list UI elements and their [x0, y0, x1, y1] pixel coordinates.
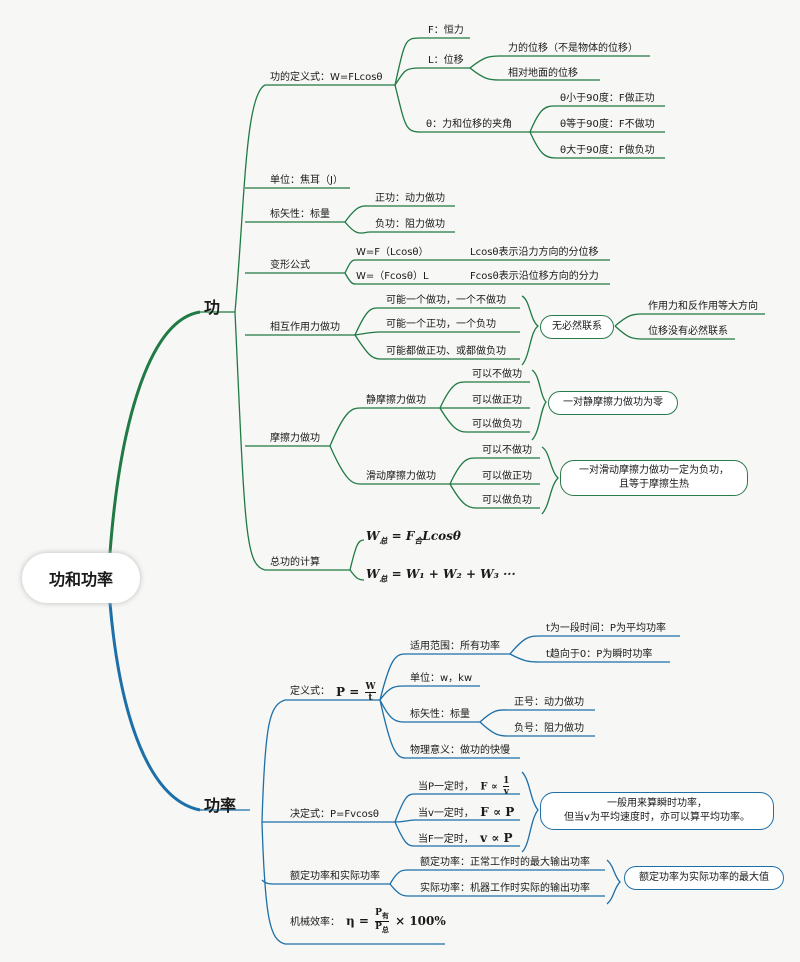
decide-box: 一般用来算瞬时功率， 但当v为平均速度时，亦可以算平均功率。 — [540, 792, 774, 830]
decide-box-line1: 一般用来算瞬时功率， — [607, 798, 707, 809]
rated-2: 实际功率：机器工作时实际的输出功率 — [420, 883, 590, 894]
slide-box: 一对滑动摩擦力做功一定为负功， 且等于摩擦生热 — [560, 460, 748, 496]
work-unit: 单位：焦耳（J） — [270, 175, 343, 186]
decide-3: 当F一定时， v ∝ P — [418, 831, 513, 845]
power-efficiency: 机械效率： — [290, 917, 340, 928]
work-deform: 变形公式 — [270, 260, 310, 271]
interaction-1: 可能一个做功，一个不做功 — [386, 295, 506, 306]
static-3: 可以做负功 — [472, 419, 522, 430]
node-theta-sub2: θ等于90度：F不做功 — [560, 119, 655, 130]
work-scalar: 标矢性：标量 — [270, 209, 330, 220]
slide-box-line2: 且等于摩擦生热 — [619, 479, 689, 490]
power-scalar: 标矢性：标量 — [410, 709, 470, 720]
node-F: F：恒力 — [428, 25, 464, 36]
static-box-text: 一对静摩擦力做功为零 — [563, 397, 663, 408]
node-theta-sub3: θ大于90度：F做负功 — [560, 145, 655, 156]
interaction-2: 可能一个正功，一个负功 — [386, 319, 496, 330]
power-unit: 单位：w，kw — [410, 673, 473, 684]
deform-formula-2: W=（Fcosθ）L — [356, 271, 429, 282]
interaction-reason-1: 作用力和反作用等大方向 — [648, 301, 758, 312]
static-2: 可以做正功 — [472, 395, 522, 406]
decide-box-line2: 但当v为平均速度时，亦可以算平均功率。 — [564, 812, 750, 823]
power-rated: 额定功率和实际功率 — [290, 871, 380, 882]
total-formula-2: W总 = W₁ + W₂ + W₃ ··· — [366, 567, 516, 584]
node-theta: θ：力和位移的夹角 — [426, 119, 513, 130]
node-L: L：位移 — [428, 55, 464, 66]
interaction-box-text: 无必然联系 — [552, 321, 602, 332]
work-scalar-positive: 正功：动力做功 — [375, 193, 445, 204]
node-theta-sub1: θ小于90度：F做正功 — [560, 93, 655, 104]
power-scalar-negative: 负号：阻力做功 — [514, 723, 584, 734]
deform-note-1: Lcosθ表示沿力方向的分位移 — [470, 247, 599, 258]
power-definition: 定义式： — [290, 686, 330, 697]
power-meaning: 物理意义：做功的快慢 — [410, 745, 510, 756]
power-decide: 决定式：P=Fvcosθ — [290, 809, 380, 820]
work-interaction: 相互作用力做功 — [270, 322, 340, 333]
interaction-3: 可能都做正功、或都做负功 — [386, 346, 506, 357]
friction-static: 静摩擦力做功 — [366, 395, 426, 406]
work-definition: 功的定义式：W=FLcosθ — [270, 72, 383, 83]
interaction-reason-2: 位移没有必然联系 — [648, 326, 728, 337]
power-scope: 适用范围：所有功率 — [410, 641, 500, 652]
static-box: 一对静摩擦力做功为零 — [548, 391, 678, 415]
deform-note-2: Fcosθ表示沿位移方向的分力 — [470, 271, 599, 282]
main-branch-power: 功率 — [204, 796, 237, 815]
node-L-sub1: 力的位移（不是物体的位移） — [508, 43, 638, 54]
deform-formula-1: W=F（Lcosθ） — [356, 247, 429, 258]
slide-2: 可以做正功 — [482, 471, 532, 482]
root-topic: 功和功率 — [22, 553, 140, 603]
rated-1: 额定功率：正常工作时的最大输出功率 — [420, 857, 590, 868]
rated-box: 额定功率为实际功率的最大值 — [624, 866, 784, 890]
static-1: 可以不做功 — [472, 369, 522, 380]
friction-sliding: 滑动摩擦力做功 — [366, 471, 436, 482]
slide-3: 可以做负功 — [482, 495, 532, 506]
power-scope-1: t为一段时间：P为平均功率 — [546, 623, 666, 634]
main-branch-work: 功 — [204, 298, 221, 317]
work-scalar-negative: 负功：阻力做功 — [375, 219, 445, 230]
work-friction: 摩擦力做功 — [270, 433, 320, 444]
slide-1: 可以不做功 — [482, 445, 532, 456]
power-scope-2: t趋向于0：P为瞬时功率 — [546, 649, 653, 660]
interaction-box: 无必然联系 — [540, 315, 614, 339]
decide-2: 当v一定时， F ∝ P — [418, 805, 515, 819]
rated-box-text: 额定功率为实际功率的最大值 — [639, 872, 769, 883]
power-scalar-positive: 正号：动力做功 — [514, 697, 584, 708]
node-L-sub2: 相对地面的位移 — [508, 68, 578, 79]
work-total: 总功的计算 — [270, 557, 320, 568]
slide-box-line1: 一对滑动摩擦力做功一定为负功， — [579, 465, 729, 476]
total-formula-1: W总 = F合Lcosθ — [366, 529, 461, 546]
